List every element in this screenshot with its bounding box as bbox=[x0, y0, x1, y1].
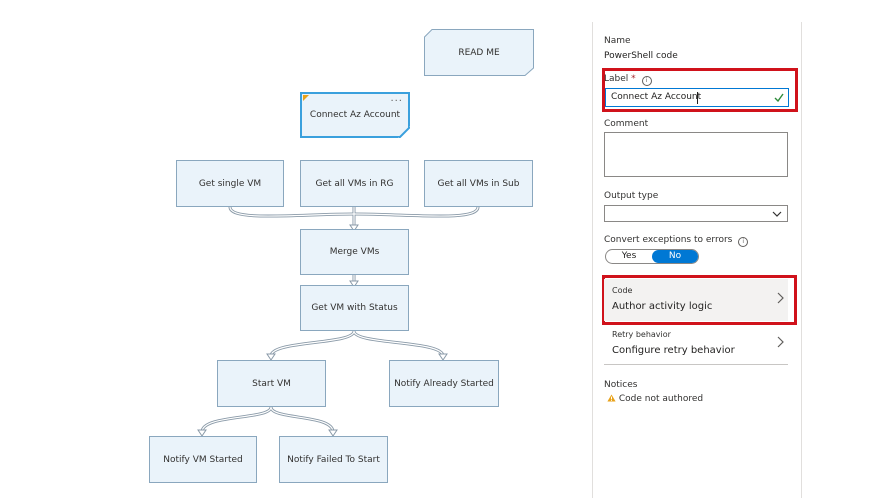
node-notify-failed-to-start[interactable]: Notify Failed To Start bbox=[279, 436, 388, 483]
comment-textarea[interactable] bbox=[604, 132, 788, 177]
output-type-dropdown[interactable] bbox=[604, 205, 788, 222]
retry-behavior-nav-item[interactable]: Retry behavior Configure retry behavior bbox=[604, 325, 788, 367]
node-get-all-vms-rg[interactable]: Get all VMs in RG bbox=[300, 160, 409, 207]
node-label: Merge VMs bbox=[329, 247, 380, 257]
node-more-icon[interactable]: ··· bbox=[390, 96, 403, 107]
retry-title: Retry behavior bbox=[612, 330, 671, 339]
toggle-no[interactable]: No bbox=[652, 250, 698, 263]
checkmark-icon bbox=[774, 93, 784, 102]
chevron-right-icon bbox=[777, 292, 784, 304]
label-highlight bbox=[602, 68, 798, 112]
node-label: Get VM with Status bbox=[311, 303, 398, 313]
chevron-right-icon bbox=[777, 336, 784, 348]
node-corner-cut bbox=[398, 126, 410, 138]
code-highlight bbox=[602, 275, 797, 325]
node-get-all-vms-sub[interactable]: Get all VMs in Sub bbox=[424, 160, 533, 207]
code-nav-item[interactable]: Code Author activity logic bbox=[604, 279, 788, 321]
runbook-canvas[interactable]: READ ME Connect Az Account ··· Get singl… bbox=[0, 0, 592, 498]
node-start-vm[interactable]: Start VM bbox=[217, 360, 326, 407]
required-asterisk: * bbox=[631, 74, 636, 84]
node-label: Notify Already Started bbox=[394, 378, 494, 389]
label-input-value: Connect Az Account bbox=[611, 92, 702, 102]
label-input[interactable]: Connect Az Account bbox=[605, 88, 789, 107]
node-label: Get single VM bbox=[198, 178, 262, 189]
convert-exceptions-label: Convert exceptions to errors i bbox=[604, 235, 749, 247]
node-label: Notify Failed To Start bbox=[287, 454, 380, 465]
readme-note[interactable]: READ ME bbox=[424, 29, 534, 76]
divider bbox=[604, 364, 788, 365]
node-get-single-vm[interactable]: Get single VM bbox=[176, 160, 284, 207]
node-label: Get all VMs in Sub bbox=[437, 178, 520, 189]
node-connect-az-account[interactable]: Connect Az Account ··· bbox=[300, 92, 410, 138]
convert-exceptions-toggle[interactable]: Yes No bbox=[605, 249, 699, 264]
node-notify-already-started[interactable]: Notify Already Started bbox=[389, 360, 499, 407]
toggle-yes[interactable]: Yes bbox=[621, 251, 637, 261]
connector-lines bbox=[197, 206, 480, 437]
node-label: Notify VM Started bbox=[163, 454, 243, 465]
name-value: PowerShell code bbox=[604, 51, 678, 61]
notice-item: Code not authored bbox=[607, 394, 703, 404]
comment-label: Comment bbox=[604, 119, 649, 129]
readme-label: READ ME bbox=[458, 47, 500, 58]
node-notify-vm-started[interactable]: Notify VM Started bbox=[149, 436, 257, 483]
node-label: Get all VMs in RG bbox=[315, 178, 394, 189]
node-label: Start VM bbox=[252, 378, 291, 389]
node-label: Connect Az Account bbox=[309, 110, 401, 120]
properties-panel: Name PowerShell code Label * i Connect A… bbox=[592, 22, 802, 498]
info-icon[interactable]: i bbox=[738, 237, 749, 247]
info-icon[interactable]: i bbox=[641, 76, 652, 86]
text-cursor bbox=[697, 92, 698, 104]
output-type-label: Output type bbox=[604, 191, 659, 201]
code-title: Code bbox=[612, 286, 633, 295]
code-subtitle: Author activity logic bbox=[612, 301, 713, 312]
node-get-vm-status[interactable]: Get VM with Status bbox=[300, 285, 409, 331]
notice-text: Code not authored bbox=[618, 394, 704, 404]
node-merge-vms[interactable]: Merge VMs bbox=[300, 229, 409, 275]
notices-label: Notices bbox=[604, 380, 638, 390]
warning-corner-icon bbox=[303, 95, 309, 101]
label-field-label: Label * i bbox=[604, 74, 652, 86]
retry-subtitle: Configure retry behavior bbox=[612, 345, 735, 356]
readme-note-shape bbox=[424, 29, 534, 76]
chevron-down-icon bbox=[772, 211, 782, 217]
name-label: Name bbox=[604, 36, 631, 46]
warning-icon bbox=[607, 394, 616, 402]
